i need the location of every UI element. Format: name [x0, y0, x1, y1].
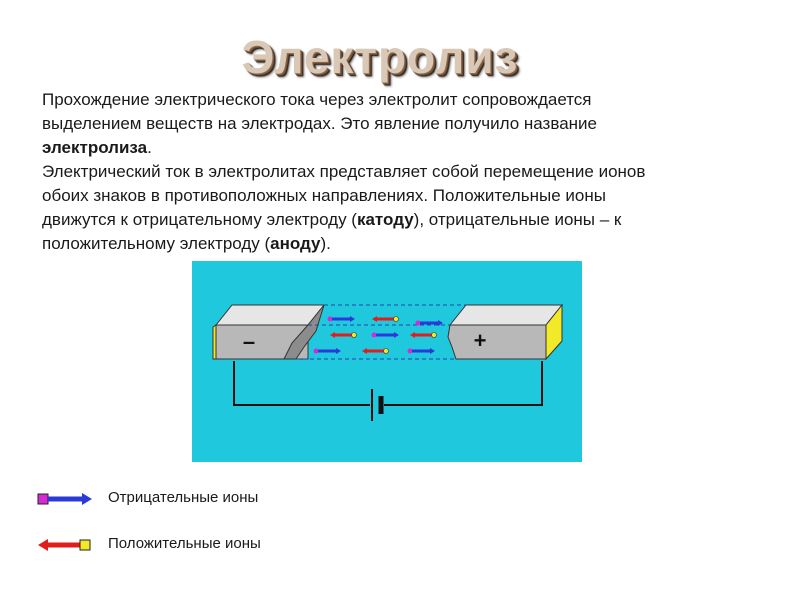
negative-ion: [371, 332, 399, 338]
positive-ion: [362, 348, 389, 354]
cathode-sign: –: [243, 329, 255, 354]
circuit-wire: [233, 361, 543, 406]
page-title: Электролиз: [241, 31, 519, 83]
electrolysis-diagram: – +: [192, 261, 582, 462]
legend-positive-label: Положительные ионы: [108, 535, 261, 552]
ion-markers: [313, 316, 443, 354]
paragraph2-text2: ), отрицательные ионы – к положительному…: [42, 210, 622, 253]
electrolysis-diagram-svg: – +: [212, 303, 564, 421]
positive-ion: [372, 316, 399, 322]
term-cathode: катоду: [356, 210, 414, 229]
cathode-electrode: [212, 304, 326, 360]
paragraph-ion-movement: Электрический ток в электролитах предста…: [42, 160, 682, 256]
paragraph1-text: Прохождение электрического тока через эл…: [42, 90, 597, 133]
legend-negative-label: Отрицательные ионы: [108, 489, 259, 506]
anode-electrode: [447, 303, 564, 361]
paragraph2-text3: ).: [320, 234, 331, 253]
electrolyte-outline: [296, 304, 466, 360]
paragraph1-end: .: [147, 138, 152, 157]
paragraph2-text1: Электрический ток в электролитах предста…: [42, 162, 646, 229]
anode-sign: +: [474, 328, 487, 353]
positive-ion: [330, 332, 357, 338]
red-arrow-yellow-head-icon: [38, 539, 91, 551]
term-electrolysis: электролиза: [42, 138, 148, 157]
negative-ion: [327, 316, 355, 322]
negative-ion: [407, 348, 435, 354]
negative-ion: [313, 348, 341, 354]
term-anode: аноду: [270, 234, 321, 253]
negative-ion: [415, 320, 443, 326]
positive-ion: [410, 332, 437, 338]
blue-arrow-magenta-tail-icon: [37, 493, 92, 505]
paragraph-electrolysis-definition: Прохождение электрического тока через эл…: [42, 88, 682, 160]
